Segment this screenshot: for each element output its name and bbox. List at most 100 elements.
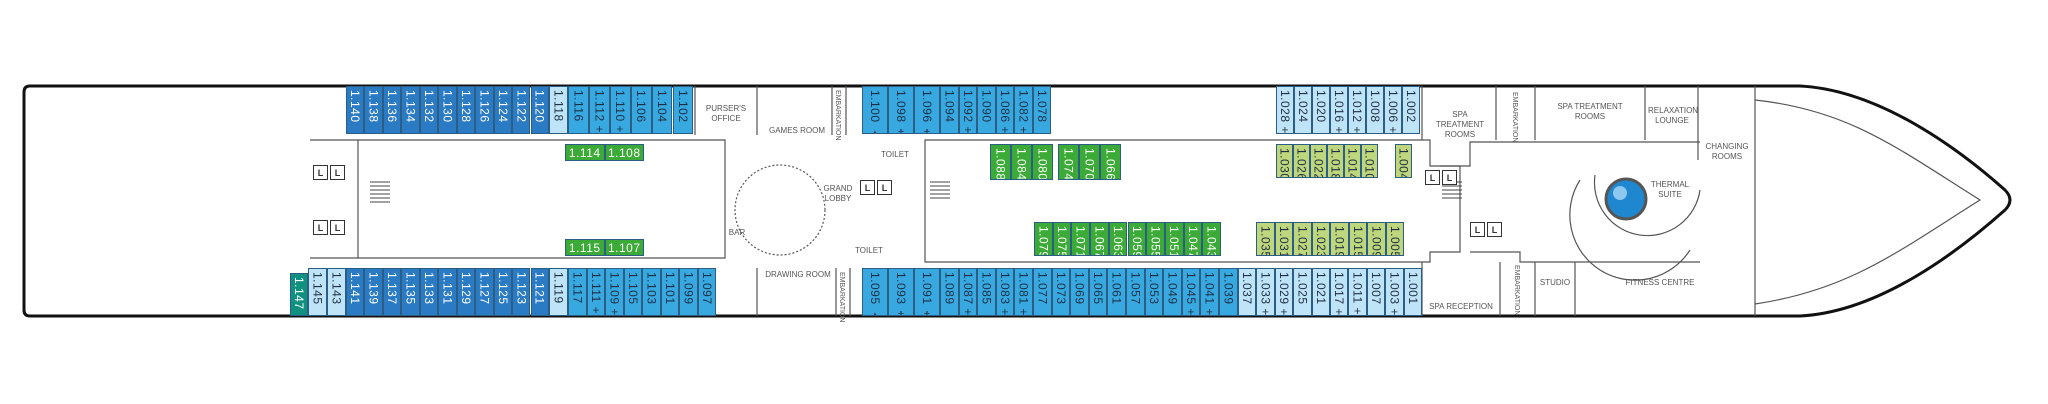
cabin[interactable]: 1.145 [308,268,327,316]
cabin[interactable]: 1.033 + [1256,268,1275,316]
cabin[interactable]: 1.147 [290,273,308,316]
cabin[interactable]: 1.080 [1032,144,1053,180]
cabin[interactable]: 1.049 [1163,268,1182,316]
cabin[interactable]: 1.067 [1090,222,1109,256]
cabin[interactable]: 1.014 [1344,144,1361,178]
cabin[interactable]: 1.117 [568,268,587,316]
cabin[interactable]: 1.127 [475,268,494,316]
cabin[interactable]: 1.065 [1088,268,1108,316]
cabin[interactable]: 1.004 [1395,144,1412,178]
cabin[interactable]: 1.121 [530,268,549,316]
cabin[interactable]: 1.030 [1276,144,1293,178]
cabin[interactable]: 1.101 [660,268,679,316]
cabin[interactable]: 1.055 [1146,222,1165,256]
cabin[interactable]: 1.141 [346,268,365,316]
cabin[interactable]: 1.031 [1274,222,1293,256]
cabin[interactable]: 1.023 [1311,222,1330,256]
cabin[interactable]: 1.120 [530,86,549,134]
cabin[interactable]: 1.134 [401,86,420,134]
cabin[interactable]: 1.140 [346,86,365,134]
cabin[interactable]: 1.041 + [1200,268,1219,316]
cabin[interactable]: 1.103 [642,268,661,316]
cabin[interactable]: 1.071 [1071,222,1091,256]
cabin[interactable]: 1.009 [1367,222,1386,256]
cabin[interactable]: 1.074 [1058,144,1079,180]
cabin[interactable]: 1.012 + [1348,86,1366,134]
cabin[interactable]: 1.129 [456,268,476,316]
cabin[interactable]: 1.019 [1330,222,1349,256]
cabin[interactable]: 1.095 ▲□◇ [862,268,888,316]
cabin[interactable]: 1.128 [456,86,476,134]
cabin[interactable]: 1.094 [940,86,959,134]
cabin[interactable]: 1.037 [1238,268,1257,316]
cabin[interactable]: 1.082 + [1014,86,1033,134]
cabin[interactable]: 1.139 [364,268,383,316]
cabin[interactable]: 1.132 [419,86,439,134]
cabin[interactable]: 1.008 [1366,86,1384,134]
cabin[interactable]: 1.124 [493,86,513,134]
cabin[interactable]: 1.045 + [1181,268,1201,316]
cabin[interactable]: 1.088 [990,144,1011,180]
cabin[interactable]: 1.066 [1100,144,1121,180]
cabin[interactable]: 1.115 [565,239,605,256]
cabin[interactable]: 1.108 [604,144,644,161]
cabin[interactable]: 1.021 [1311,268,1330,316]
cabin[interactable]: 1.051 [1164,222,1184,256]
cabin[interactable]: 1.028 + [1276,86,1294,134]
cabin[interactable]: 1.099 [679,268,698,316]
cabin[interactable]: 1.063 [1108,222,1128,256]
cabin[interactable]: 1.126 [475,86,494,134]
cabin[interactable]: 1.114 [565,144,605,161]
cabin[interactable]: 1.137 [382,268,402,316]
cabin[interactable]: 1.131 [438,268,457,316]
cabin[interactable]: 1.133 [419,268,439,316]
cabin[interactable]: 1.003 + [1385,268,1404,316]
cabin[interactable]: 1.022 [1310,144,1327,178]
cabin[interactable]: 1.029 + [1274,268,1294,316]
cabin[interactable]: 1.096 †▲□◇ [914,86,940,134]
cabin[interactable]: 1.061 [1107,268,1126,316]
cabin[interactable]: 1.106 [630,86,652,134]
cabin[interactable]: 1.043 [1202,222,1221,256]
cabin[interactable]: 1.105 [623,268,642,316]
cabin[interactable]: 1.011 + [1348,268,1367,316]
cabin[interactable]: 1.136 [382,86,402,134]
cabin[interactable]: 1.006 + [1384,86,1402,134]
cabin[interactable]: 1.110 + [609,86,631,134]
cabin[interactable]: 1.005 [1385,222,1404,256]
cabin[interactable]: 1.025 [1293,268,1312,316]
cabin[interactable]: 1.026 [1293,144,1310,178]
cabin[interactable]: 1.078 [1032,86,1051,134]
cabin[interactable]: 1.097 [697,268,716,316]
cabin[interactable]: 1.057 [1126,268,1145,316]
cabin[interactable]: 1.018 [1327,144,1344,178]
cabin[interactable]: 1.007 [1366,268,1386,316]
cabin[interactable]: 1.069 [1070,268,1089,316]
cabin[interactable]: 1.130 [438,86,457,134]
cabin[interactable]: 1.059 [1127,222,1147,256]
cabin[interactable]: 1.035 [1256,222,1275,256]
cabin[interactable]: 1.091 †▲□◇ [914,268,940,316]
cabin[interactable]: 1.015 [1348,222,1367,256]
cabin[interactable]: 1.083 + [995,268,1015,316]
cabin[interactable]: 1.119 [549,268,568,316]
cabin[interactable]: 1.020 [1312,86,1330,134]
cabin[interactable]: 1.002 [1402,86,1420,134]
cabin[interactable]: 1.111 + [586,268,605,316]
cabin[interactable]: 1.098 †▲□◇ [888,86,914,134]
cabin[interactable]: 1.107 [604,239,644,256]
cabin[interactable]: 1.010 [1361,144,1378,178]
cabin[interactable]: 1.093 †▲□◇ [888,268,914,316]
cabin[interactable]: 1.123 [512,268,531,316]
cabin[interactable]: 1.075 [1052,222,1072,256]
cabin[interactable]: 1.039 [1219,268,1238,316]
cabin[interactable]: 1.081 + [1014,268,1033,316]
cabin[interactable]: 1.090 [977,86,996,134]
cabin[interactable]: 1.084 [1011,144,1032,180]
cabin[interactable]: 1.024 [1294,86,1312,134]
cabin[interactable]: 1.109 + [605,268,624,316]
cabin[interactable]: 1.122 [512,86,531,134]
cabin[interactable]: 1.077 [1033,268,1052,316]
cabin[interactable]: 1.079 [1034,222,1053,256]
cabin[interactable]: 1.070 [1079,144,1100,180]
